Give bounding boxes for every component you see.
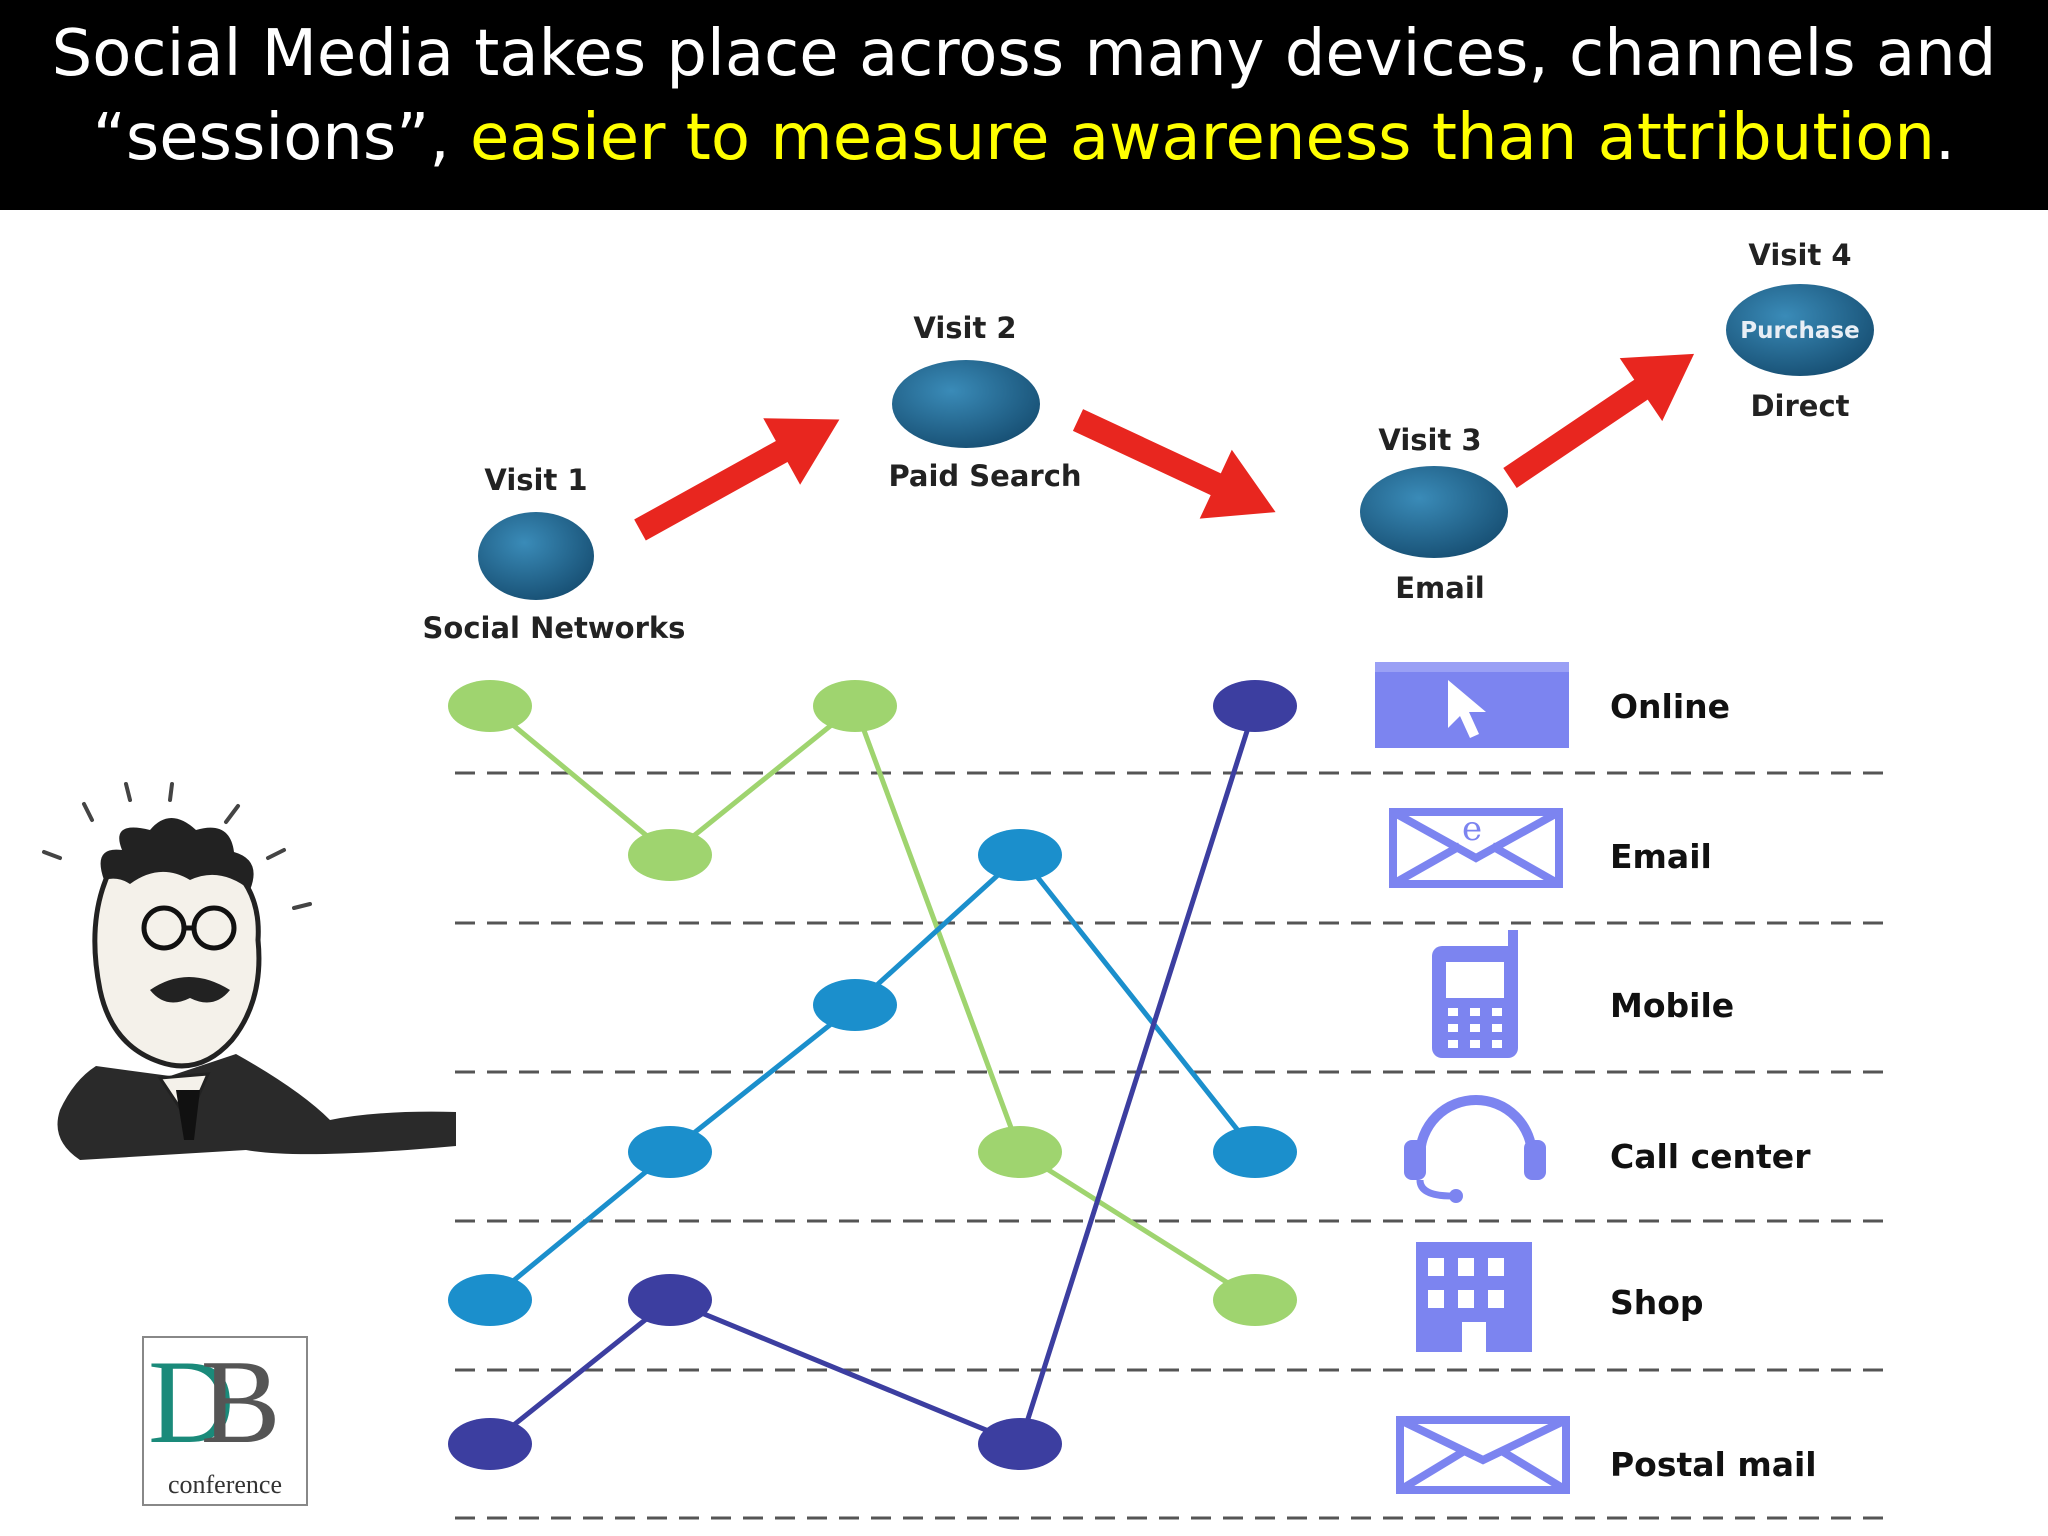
title-bar: Social Media takes place across many dev…: [0, 0, 2048, 210]
lane-separators: [455, 771, 1890, 1520]
visit-label: Visit 3: [1378, 423, 1481, 457]
visit-channel: Direct: [1750, 389, 1849, 423]
title-line-2-suffix: .: [1934, 101, 1956, 175]
channel-label-email: Email: [1610, 837, 1712, 876]
channel-path-3: [448, 680, 1297, 1470]
path-point: [978, 829, 1062, 881]
browser-cursor-icon: [1375, 662, 1569, 748]
path-point: [813, 979, 897, 1031]
logo-letters: DB: [148, 1335, 281, 1468]
path-point: [448, 1418, 532, 1470]
channel-path-2: [448, 829, 1297, 1326]
envelope-icon: [1396, 1416, 1570, 1494]
email-envelope-icon: e: [1389, 808, 1563, 888]
building-icon: [1416, 1242, 1532, 1352]
path-point: [813, 680, 897, 732]
path-point: [628, 1274, 712, 1326]
visit-channel: Social Networks: [423, 611, 686, 645]
path-point: [628, 1126, 712, 1178]
visit-1: Visit 1 Social Networks: [423, 463, 686, 645]
path-point: [978, 1126, 1062, 1178]
path-point: [448, 1274, 532, 1326]
title-line-2-prefix: “sessions”,: [92, 101, 470, 175]
path-point: [1213, 680, 1297, 732]
channel-label-call-center: Call center: [1610, 1137, 1811, 1176]
visit-label: Visit 2: [913, 311, 1016, 345]
path-point: [448, 680, 532, 732]
arrow-visit3-to-visit4: [1503, 353, 1695, 488]
channel-label-mobile: Mobile: [1610, 986, 1734, 1025]
visit-label: Visit 4: [1748, 238, 1851, 272]
headset-icon: [1404, 1095, 1546, 1203]
visit-channel: Email: [1395, 571, 1484, 605]
arrow-visit2-to-visit3: [1072, 409, 1276, 519]
design-bloggers-logo: DB conference: [142, 1336, 308, 1506]
path-point: [1213, 1274, 1297, 1326]
title-highlight: easier to measure awareness than attribu…: [470, 101, 1935, 175]
channel-labels: Online Email Mobile Call center Shop Pos…: [1610, 687, 1817, 1484]
visit-node: [478, 512, 594, 600]
visit-4: Visit 4 Purchase Direct: [1726, 238, 1874, 423]
visit-3: Visit 3 Email: [1360, 423, 1508, 605]
path-point: [978, 1418, 1062, 1470]
arrow-visit1-to-visit2: [634, 418, 840, 541]
svg-text:e: e: [1462, 809, 1482, 849]
purchase-node-text: Purchase: [1740, 318, 1859, 344]
visit-2: Visit 2 Paid Search: [888, 311, 1081, 493]
visit-node: [892, 360, 1040, 448]
title-line-2: “sessions”, easier to measure awareness …: [0, 98, 2048, 178]
title-line-1: Social Media takes place across many dev…: [51, 17, 1997, 91]
path-line: [488, 705, 1258, 1448]
confused-man-illustration: [42, 782, 456, 1160]
visit-node: [1360, 466, 1508, 558]
purchase-node: [1726, 284, 1874, 376]
channel-paths: [448, 680, 1297, 1470]
channel-label-online: Online: [1610, 687, 1730, 726]
channel-label-postal-mail: Postal mail: [1610, 1445, 1817, 1484]
visit-label: Visit 1: [484, 463, 587, 497]
visit-channel: Paid Search: [888, 459, 1081, 493]
path-point: [628, 829, 712, 881]
logo-caption: conference: [167, 1470, 283, 1499]
path-point: [1213, 1126, 1297, 1178]
channel-label-shop: Shop: [1610, 1283, 1704, 1322]
channel-path-1: [448, 680, 1297, 1326]
journey-arrows: [634, 353, 1695, 541]
mobile-phone-icon: [1432, 930, 1518, 1058]
